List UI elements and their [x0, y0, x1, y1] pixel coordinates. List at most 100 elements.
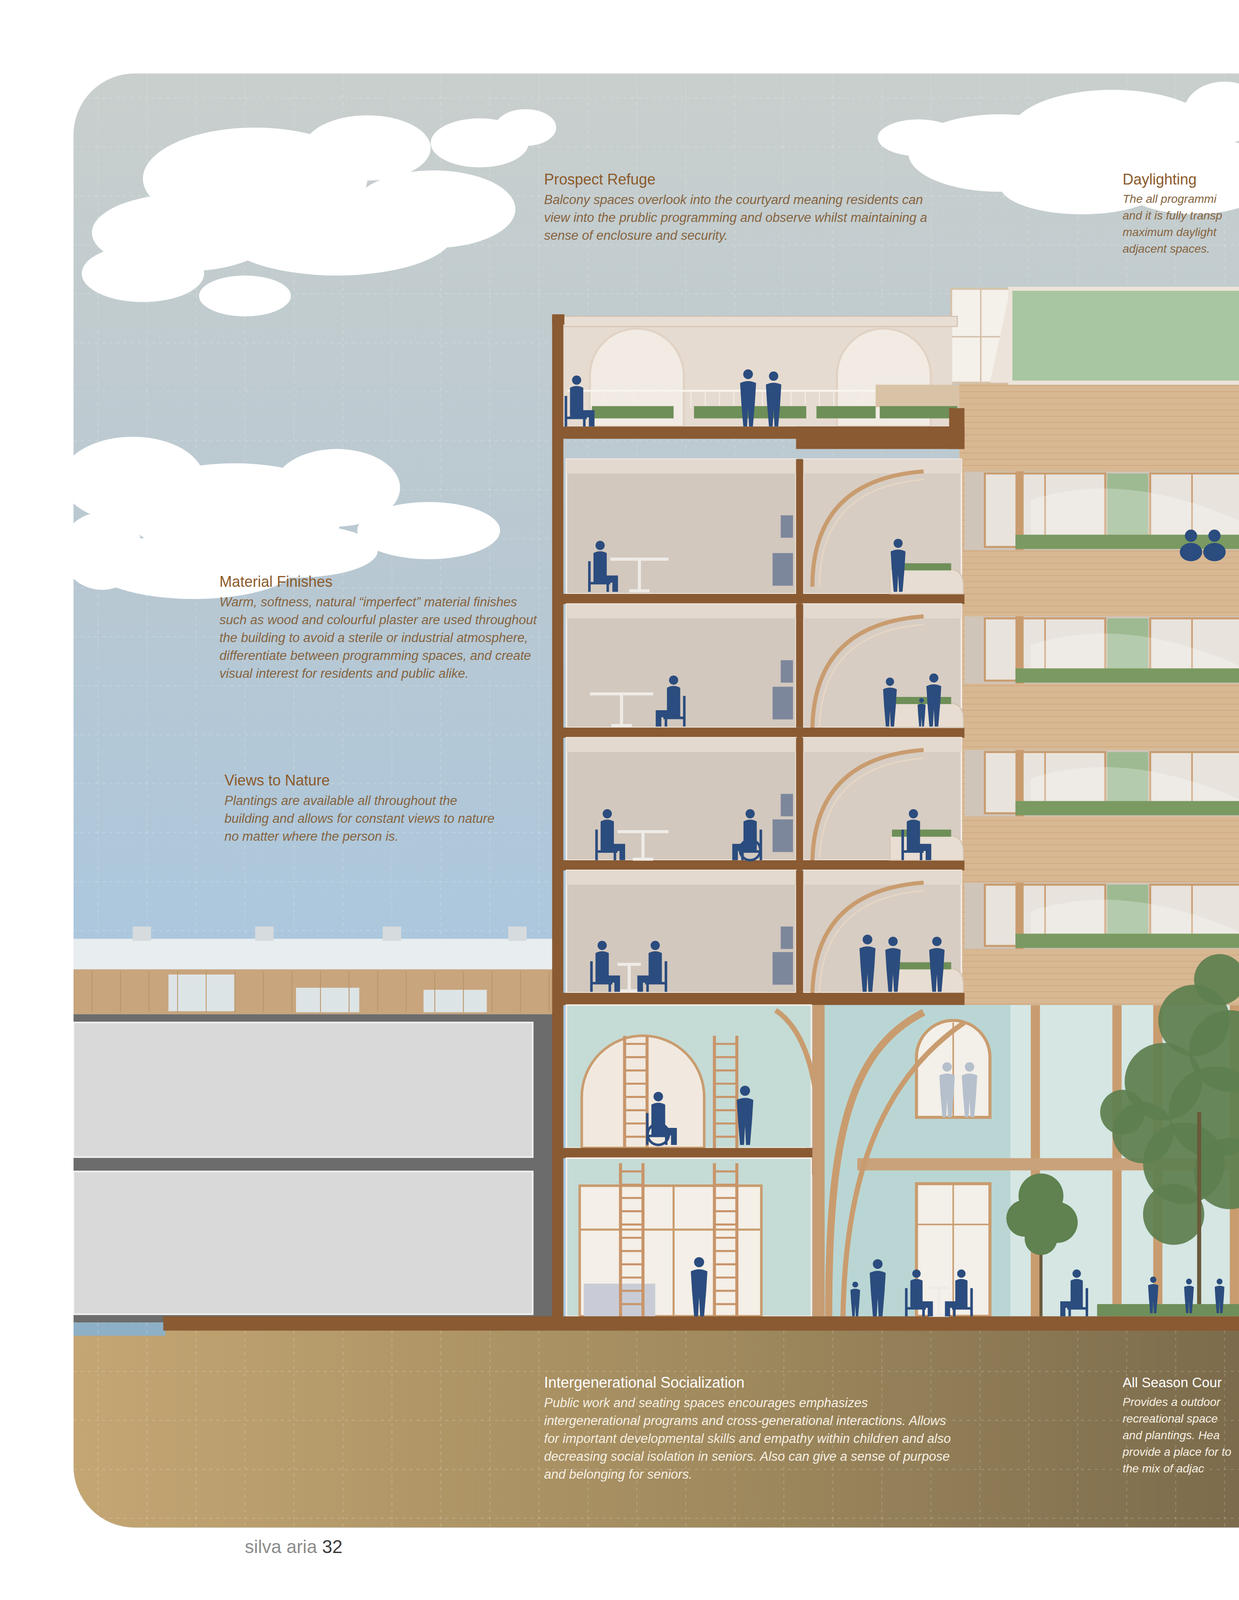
- person-body: [569, 386, 584, 412]
- shelf-rung: [714, 1122, 737, 1125]
- baluster: [647, 390, 649, 409]
- person-head: [694, 1257, 705, 1268]
- person-head: [912, 1269, 921, 1278]
- cloud-puff: [304, 115, 431, 181]
- column: [795, 870, 804, 993]
- person-body: [593, 551, 607, 577]
- wheelchair-wheel: [739, 839, 761, 861]
- shelf-rung: [714, 1056, 737, 1059]
- ceiling-band: [566, 870, 796, 885]
- person-head: [929, 673, 939, 683]
- person-body: [850, 1288, 860, 1317]
- column-cap: [551, 314, 565, 325]
- chair-leg: [583, 417, 586, 427]
- person-body: [690, 1269, 708, 1317]
- tree-foliage: [1100, 1089, 1146, 1135]
- wood-slat: [959, 385, 1239, 386]
- shelf-rung: [624, 1096, 648, 1099]
- shelf-rung: [714, 1082, 737, 1085]
- chair-back: [901, 829, 905, 861]
- upper-public-room: [566, 1005, 812, 1149]
- person-head: [893, 538, 903, 548]
- wood-slat: [959, 844, 1239, 845]
- wood-slat: [959, 954, 1239, 956]
- facade-line: [434, 971, 436, 1013]
- person-head: [1208, 529, 1221, 542]
- person-head: [1216, 1278, 1223, 1285]
- shelf-rung: [714, 1250, 737, 1253]
- tree-trunk: [1197, 1112, 1202, 1317]
- tree: [1100, 954, 1239, 1246]
- callout-heading: Daylighting: [1122, 170, 1197, 189]
- atrium-window: [916, 1183, 991, 1317]
- shelf-rung: [620, 1197, 643, 1200]
- person-head: [957, 1269, 966, 1278]
- cloud-puff: [877, 119, 960, 156]
- baluster: [661, 390, 663, 409]
- person-body: [890, 549, 906, 593]
- person-body: [1184, 1285, 1194, 1314]
- shelf-rung: [624, 1056, 648, 1059]
- baluster: [590, 390, 592, 409]
- wood-slat: [959, 709, 1239, 711]
- person-body: [955, 1279, 968, 1303]
- cloud: [61, 436, 501, 599]
- timber-column: [812, 1005, 825, 1317]
- shelf-rung: [620, 1250, 643, 1253]
- cabinet: [780, 515, 793, 538]
- table-foot: [618, 989, 640, 993]
- person-head: [932, 936, 942, 947]
- shelf-rung: [714, 1236, 737, 1239]
- facade-line: [177, 971, 178, 1013]
- chair-back: [595, 829, 598, 861]
- grid-line: [73, 1518, 1239, 1520]
- chair-back: [664, 961, 668, 993]
- person-head: [862, 934, 872, 945]
- page-footer: silva aria: [244, 1536, 318, 1558]
- shelf-rung: [624, 1042, 648, 1045]
- person-head: [1072, 1269, 1081, 1278]
- callout-text: Plantings are available all throughout t…: [224, 791, 499, 846]
- baluster: [804, 390, 806, 409]
- person-head: [745, 809, 755, 819]
- callout-text: Provides a outdoor recreational space an…: [1122, 1394, 1236, 1478]
- rooftop-parapet: [73, 938, 554, 970]
- chair-back: [904, 1288, 908, 1317]
- table-stem: [620, 694, 624, 727]
- mullion: [980, 288, 982, 383]
- floor-slab: [556, 593, 965, 605]
- chair-back: [970, 1288, 973, 1317]
- person-body: [929, 948, 945, 992]
- person-body: [595, 951, 609, 977]
- baluster: [819, 390, 821, 409]
- wood-slat: [959, 605, 1239, 607]
- wood-slat: [959, 434, 1239, 435]
- person-head: [669, 675, 679, 685]
- arched-alcove: [581, 1035, 705, 1148]
- planter-box: [875, 384, 960, 408]
- room-interior: [566, 870, 796, 993]
- column: [795, 604, 804, 728]
- shelf-rung: [620, 1276, 643, 1279]
- person-body: [1147, 1284, 1159, 1314]
- facade-planter: [1015, 933, 1239, 949]
- facade-line: [548, 971, 550, 1013]
- baluster: [790, 390, 792, 409]
- balcony-planter: [889, 968, 964, 993]
- page-number: 32: [322, 1536, 343, 1558]
- baluster: [733, 390, 735, 409]
- shelf-rung: [714, 1109, 737, 1112]
- shelf-rung: [714, 1210, 737, 1213]
- wood-slat: [959, 820, 1239, 821]
- callout-heading: Views to Nature: [224, 771, 330, 790]
- shelf-upright: [712, 1163, 716, 1317]
- shelf-rung: [714, 1276, 737, 1279]
- callout-heading: All Season Cour: [1122, 1373, 1236, 1392]
- wood-slat: [959, 587, 1239, 589]
- chair-back: [682, 696, 686, 727]
- facade-line: [491, 971, 493, 1013]
- person-body: [648, 951, 662, 977]
- shelf-rung: [624, 1122, 648, 1125]
- roof-brace: [990, 288, 1011, 383]
